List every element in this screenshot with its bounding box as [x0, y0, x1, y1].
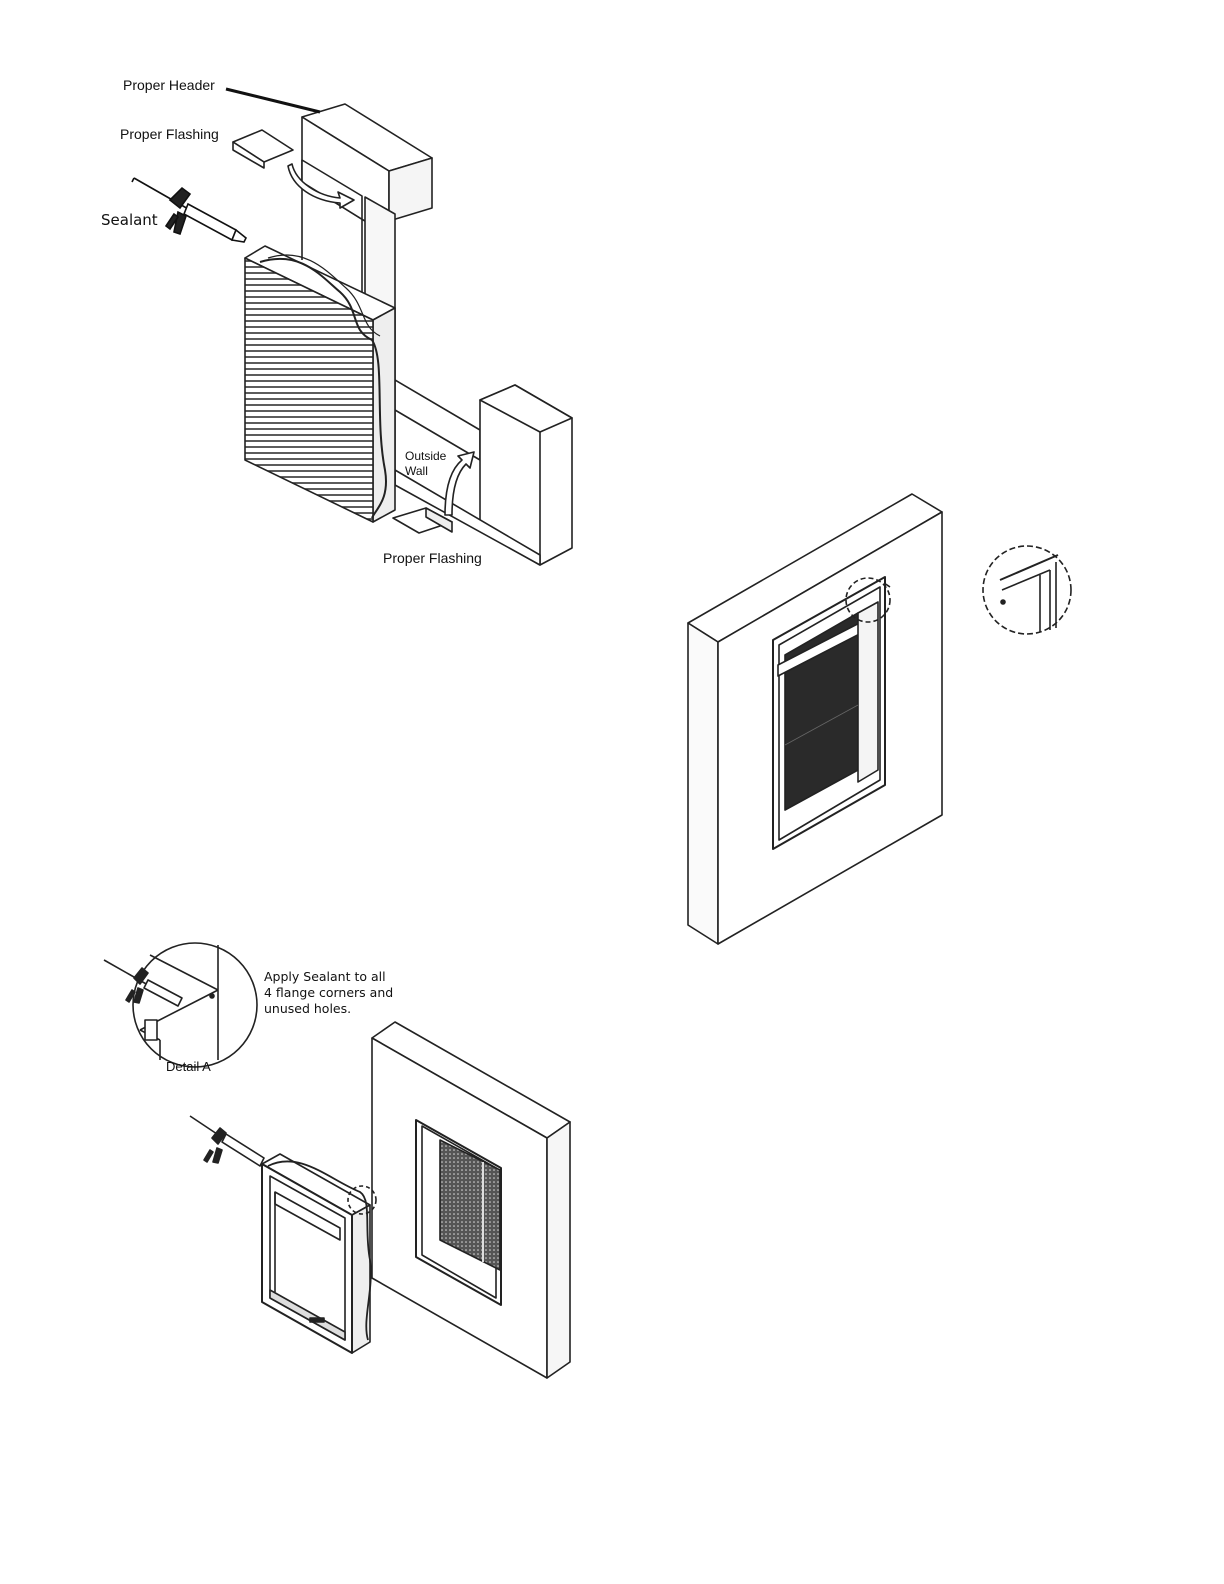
instruction-line-3: unused holes. — [264, 1001, 351, 1016]
caulk-gun-icon — [132, 178, 246, 242]
sleeve-frame — [262, 1154, 376, 1353]
top-flashing-piece — [233, 130, 293, 168]
label-sealant: Sealant — [101, 211, 158, 229]
label-detail-a: Detail A — [166, 1059, 211, 1074]
figure-installed-sleeve — [688, 494, 942, 944]
flashing-arrow-bottom-icon — [445, 452, 474, 515]
caulk-gun-main-icon — [190, 1116, 264, 1166]
label-proper-flashing-bottom: Proper Flashing — [383, 550, 482, 566]
detail-zoom-circle — [983, 546, 1071, 634]
label-outside-wall-line2: Wall — [405, 464, 428, 478]
label-proper-flashing-top: Proper Flashing — [120, 126, 219, 142]
detail-a-circle — [133, 943, 257, 1067]
instruction-line-1: Apply Sealant to all — [264, 969, 386, 984]
figure-wall-sleeve-installation — [226, 89, 572, 565]
instruction-line-2: 4 flange corners and — [264, 985, 393, 1000]
label-outside-wall-line1: Outside — [405, 449, 447, 463]
wall-with-opening — [372, 1022, 570, 1378]
label-proper-header: Proper Header — [123, 77, 215, 93]
